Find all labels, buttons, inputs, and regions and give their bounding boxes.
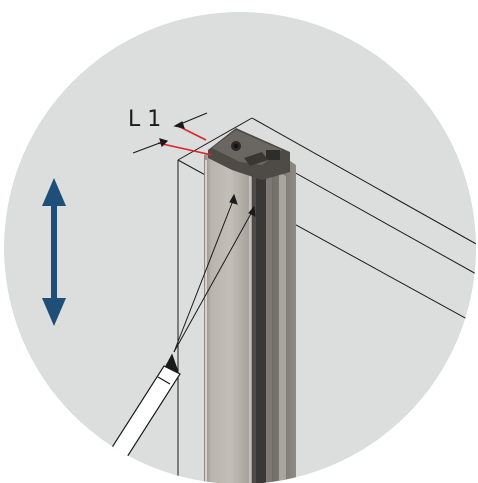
- sight-lines: [173, 193, 256, 353]
- profile-end-cap: [208, 128, 290, 180]
- dimension-l1: [132, 112, 208, 154]
- dimension-label: L 1: [128, 107, 161, 132]
- glass-panel-outline: [177, 117, 476, 483]
- aluminium-profile: [204, 135, 296, 483]
- double-arrow-vertical-icon: [42, 178, 66, 326]
